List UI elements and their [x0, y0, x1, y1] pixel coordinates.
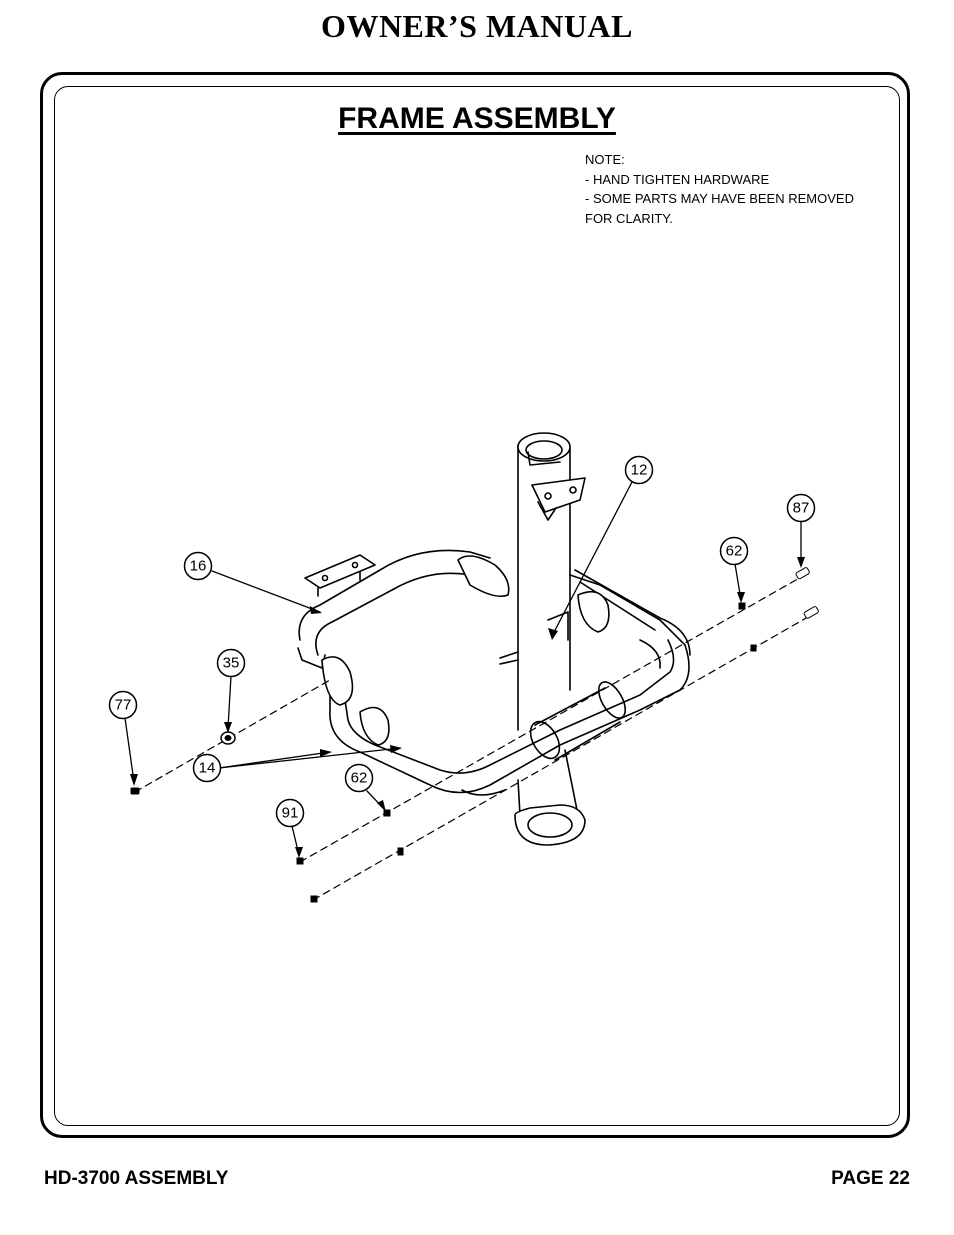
footer-page-number: PAGE 22	[831, 1168, 910, 1189]
callout-12: 12	[631, 462, 648, 479]
arrowheads	[130, 557, 805, 858]
callout-35: 35	[223, 655, 240, 672]
page-frame-inner	[54, 86, 900, 1126]
manual-header-title: OWNER’S MANUAL	[321, 8, 633, 44]
main-frame-drawing	[297, 549, 691, 794]
note-line: - HAND TIGHTEN HARDWARE	[585, 171, 770, 187]
callout-bubble	[183, 551, 213, 581]
callout-14: 14	[199, 760, 216, 777]
callout-bubble	[192, 753, 222, 783]
note-line: FOR CLARITY.	[585, 210, 673, 226]
note-line: NOTE:	[585, 152, 625, 167]
front-foot-drawing	[461, 749, 586, 846]
upright-post-drawing	[499, 432, 586, 731]
callout-62: 62	[726, 543, 743, 560]
callout-bubble	[275, 798, 305, 828]
callout-77: 77	[115, 697, 132, 714]
callout-87: 87	[793, 500, 810, 517]
page-frame-outer	[40, 72, 910, 1138]
assembly-note: NOTE: - HAND TIGHTEN HARDWARE - SOME PAR…	[585, 150, 905, 228]
callout-91: 91	[282, 805, 299, 822]
callout-bubble	[344, 763, 374, 793]
callout-bubble	[624, 455, 654, 485]
callout-16: 16	[190, 558, 207, 575]
hardware-drawing	[130, 567, 819, 903]
callout-bubble	[216, 648, 246, 678]
note-line: - SOME PARTS MAY HAVE BEEN REMOVED	[585, 191, 854, 206]
callout-62: 62	[351, 770, 368, 787]
footer-model-label: HD-3700 ASSEMBLY	[44, 1168, 229, 1189]
dashed-assembly-lines	[134, 571, 816, 901]
section-title: FRAME ASSEMBLY	[338, 102, 616, 135]
callout-bubble	[719, 536, 749, 566]
callout-bubble	[786, 493, 816, 523]
callout-bubble	[108, 690, 138, 720]
